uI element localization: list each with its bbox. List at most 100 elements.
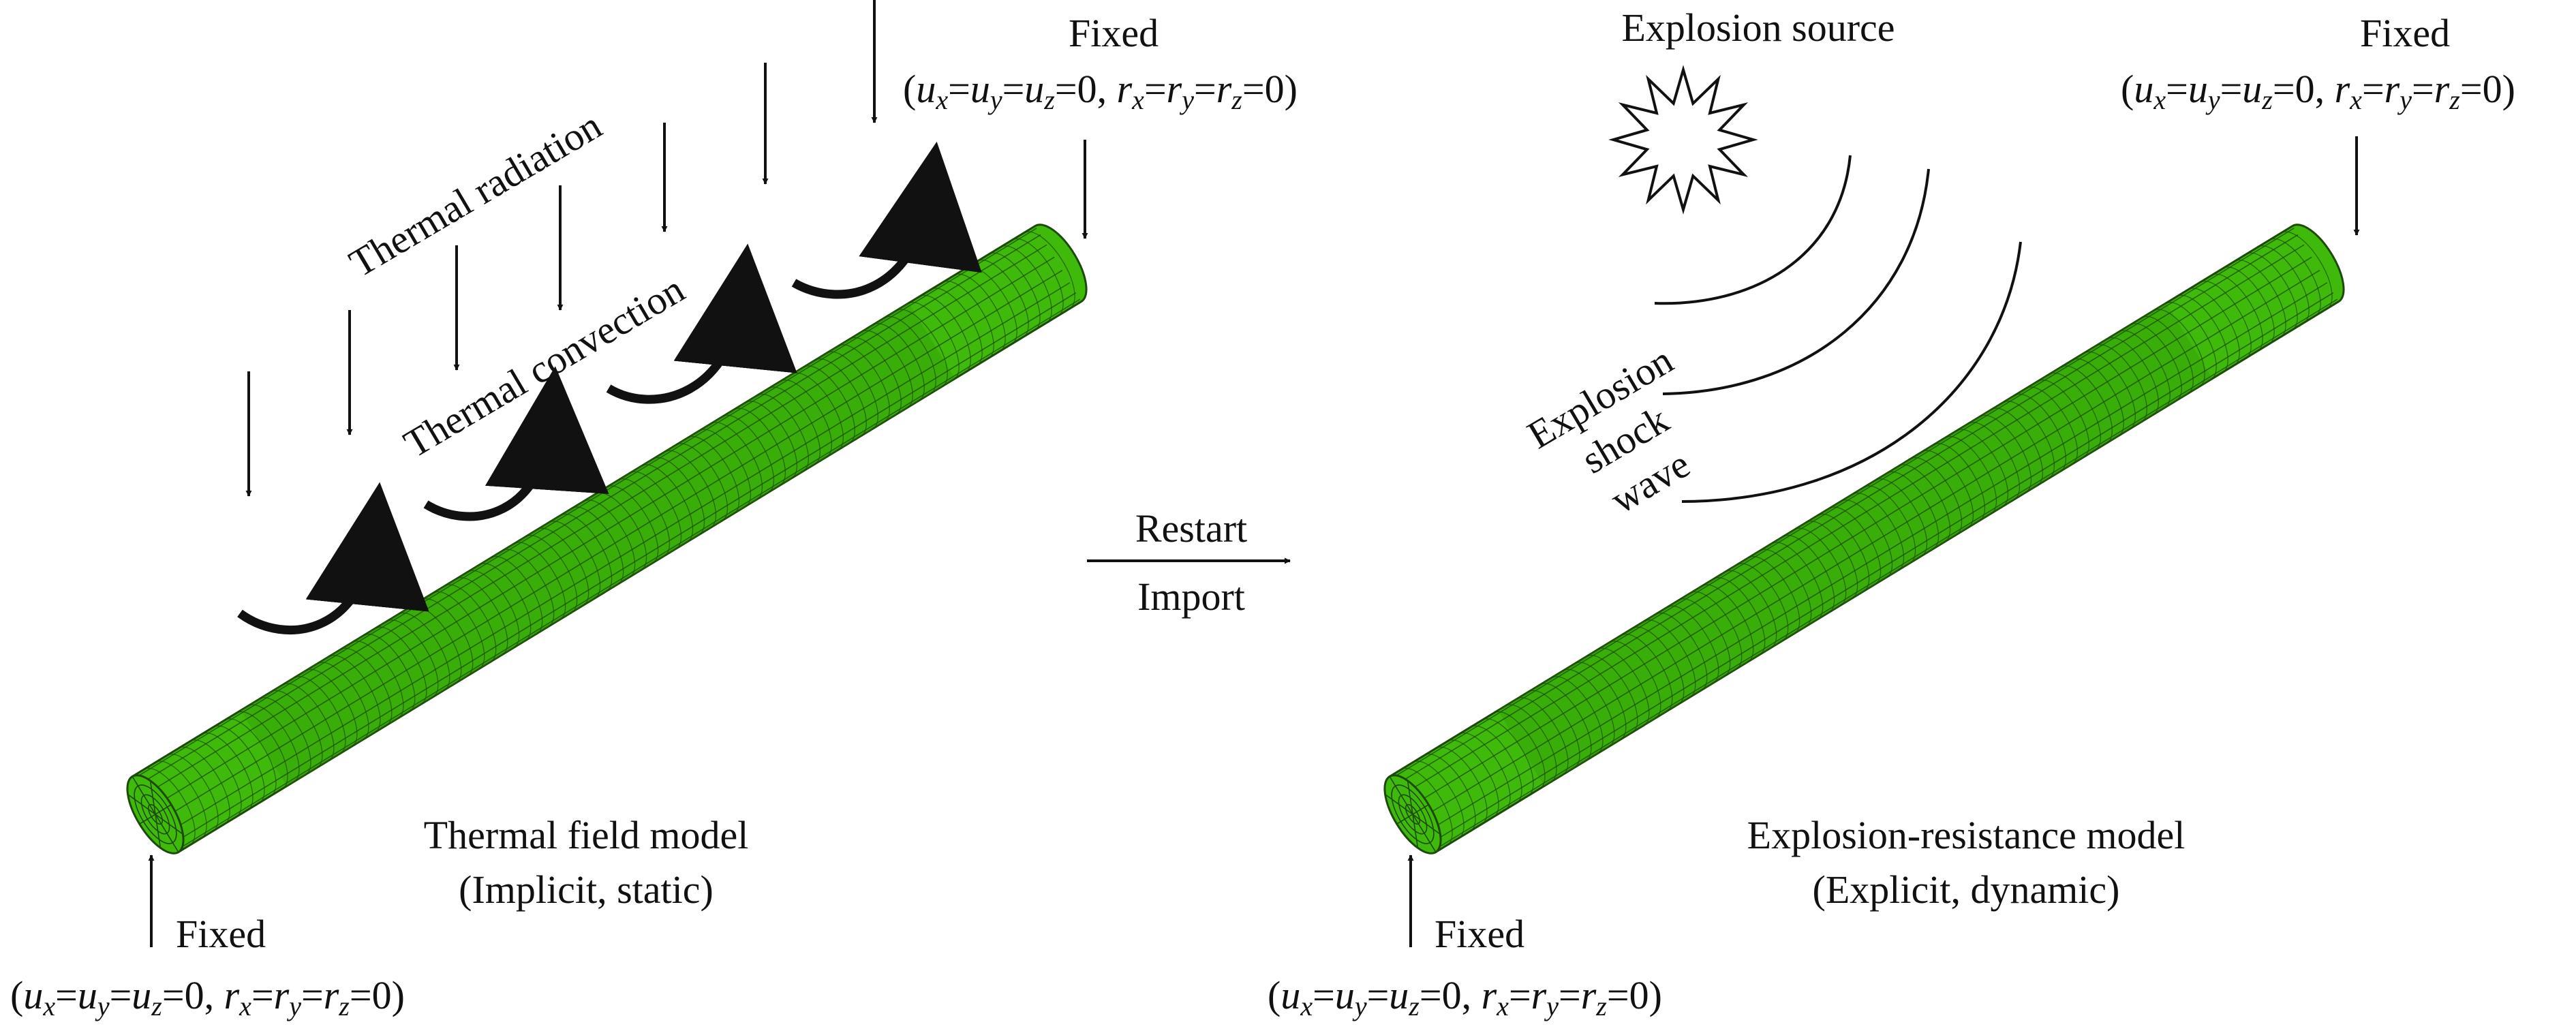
mesh-line-circumferential: [467, 570, 520, 648]
mesh-line-circumferential: [1875, 478, 1928, 556]
mesh-line-circumferential: [1748, 556, 1800, 634]
left-model-subtitle: (Implicit, static): [459, 867, 714, 912]
mesh-line-circumferential: [352, 641, 404, 719]
mesh-line-circumferential: [1000, 245, 1052, 324]
member-body: [1388, 224, 2345, 854]
shock-wave-label: Explosion shock wave: [1520, 337, 1697, 522]
mesh-line-circumferential: [213, 725, 265, 803]
mesh-line-circumferential: [1933, 443, 1986, 521]
mesh-line-circumferential: [1852, 492, 1905, 570]
mesh-line-circumferential: [1482, 718, 1534, 797]
mesh-line-circumferential: [398, 612, 450, 690]
mesh-line-circumferential: [2199, 281, 2252, 358]
mesh-line-circumferential: [2130, 323, 2182, 401]
left-fixed-top-label: Fixed: [1069, 11, 1159, 55]
mesh-line-circumferential: [143, 767, 196, 846]
mesh-line-circumferential: [977, 259, 1029, 337]
mesh-line-circumferential: [1493, 711, 1546, 789]
mesh-line-circumferential: [1690, 591, 1743, 669]
mesh-line-circumferential: [294, 676, 346, 754]
right-tubular-member: [1383, 224, 2345, 855]
mesh-line-circumferential: [942, 281, 994, 358]
shock-wave-arc: [1662, 168, 1930, 395]
mesh-line-circumferential: [884, 316, 936, 394]
mesh-line-circumferential: [549, 521, 601, 599]
end-face-mesh-spoke: [155, 814, 162, 848]
explosion-starburst-icon: [1608, 65, 1758, 215]
mesh-line-circumferential: [444, 584, 497, 662]
mesh-line-circumferential: [676, 443, 729, 521]
end-face-mesh-spoke: [1412, 814, 1437, 852]
mesh-line-circumferential: [641, 464, 694, 542]
mesh-line-circumferential: [456, 577, 508, 655]
mesh-line-circumferential: [2211, 273, 2263, 352]
mesh-line-circumferential: [433, 591, 485, 669]
mesh-line-circumferential: [2119, 330, 2171, 408]
mesh-line-circumferential: [1539, 683, 1592, 761]
mesh-line-circumferential: [2188, 288, 2240, 366]
mesh-line-circumferential: [1736, 563, 1789, 641]
mesh-line-circumferential: [1655, 612, 1708, 690]
mesh-line-circumferential: [861, 330, 913, 408]
mesh-line-circumferential: [224, 718, 277, 797]
mesh-line-circumferential: [2176, 294, 2228, 373]
mesh-line-longitudinal: [1390, 228, 2295, 780]
convection-arrow-icon: [423, 366, 609, 521]
mesh-line-longitudinal: [1434, 298, 2338, 850]
mesh-line-circumferential: [282, 683, 335, 761]
member-mid-zone: [241, 303, 955, 786]
mesh-line-circumferential: [1424, 754, 1476, 831]
mesh-line-circumferential: [1899, 464, 1951, 542]
mesh-line-circumferential: [537, 527, 589, 606]
mesh-line-circumferential: [340, 647, 393, 726]
end-face-mesh-spoke: [127, 794, 156, 815]
mesh-line-circumferential: [1841, 499, 1893, 578]
mesh-line-circumferential: [583, 499, 636, 578]
mesh-line-circumferential: [1829, 506, 1882, 585]
mesh-line-circumferential: [2257, 245, 2310, 324]
mesh-line-longitudinal: [1424, 282, 2328, 834]
mesh-line-circumferential: [479, 563, 532, 641]
mesh-line-circumferential: [1864, 485, 1916, 564]
end-face-mesh-spoke: [1407, 780, 1413, 815]
mesh-line-circumferential: [607, 485, 659, 564]
right-model-subtitle: (Explicit, dynamic): [1813, 867, 2120, 912]
mesh-line-circumferential: [189, 739, 242, 818]
mesh-line-circumferential: [1400, 767, 1453, 846]
mesh-line-circumferential: [699, 429, 751, 507]
mesh-line-circumferential: [2269, 238, 2321, 316]
left-fixed-bottom-label: Fixed: [176, 912, 266, 956]
end-face-mesh-spoke: [149, 780, 156, 815]
mesh-line-circumferential: [1011, 238, 1064, 316]
mesh-line-circumferential: [803, 365, 855, 444]
mesh-line-circumferential: [317, 662, 369, 740]
mesh-line-longitudinal: [133, 228, 1037, 780]
left-tubular-member: [126, 224, 1088, 855]
right-fixed-top-bc: (ux=uy=uz=0, rx=ry=rz=0): [2121, 67, 2515, 115]
thermal-radiation-label: Thermal radiation: [342, 103, 609, 286]
mesh-line-longitudinal: [172, 292, 1077, 844]
mesh-line-circumferential: [1771, 542, 1824, 620]
mesh-line-circumferential: [1470, 725, 1522, 803]
mesh-line-circumferential: [386, 619, 439, 698]
mesh-line-longitudinal: [1416, 269, 2320, 822]
mesh-line-circumferential: [1447, 739, 1499, 818]
end-face-mesh-spoke: [155, 804, 172, 815]
left-fixed-top-bc: (ux=uy=uz=0, rx=ry=rz=0): [903, 67, 1298, 115]
mesh-line-circumferential: [1528, 690, 1580, 768]
left-model-title: Thermal field model: [424, 813, 749, 857]
mesh-line-circumferential: [2234, 259, 2286, 337]
import-label: Import: [1137, 574, 1245, 619]
mesh-line-longitudinal: [1394, 234, 2299, 786]
mesh-line-circumferential: [375, 626, 427, 705]
mesh-line-circumferential: [178, 746, 230, 825]
right-fixed-bottom-bc: (ux=uy=uz=0, rx=ry=rz=0): [1268, 973, 1662, 1021]
mesh-line-circumferential: [271, 690, 323, 768]
mesh-line-circumferential: [2061, 365, 2113, 444]
mesh-line-circumferential: [1435, 746, 1488, 825]
mesh-line-circumferential: [1412, 760, 1465, 839]
mesh-line-circumferential: [236, 711, 288, 789]
convection-arrow-icon: [237, 482, 429, 635]
mesh-line-circumferential: [2280, 231, 2333, 309]
